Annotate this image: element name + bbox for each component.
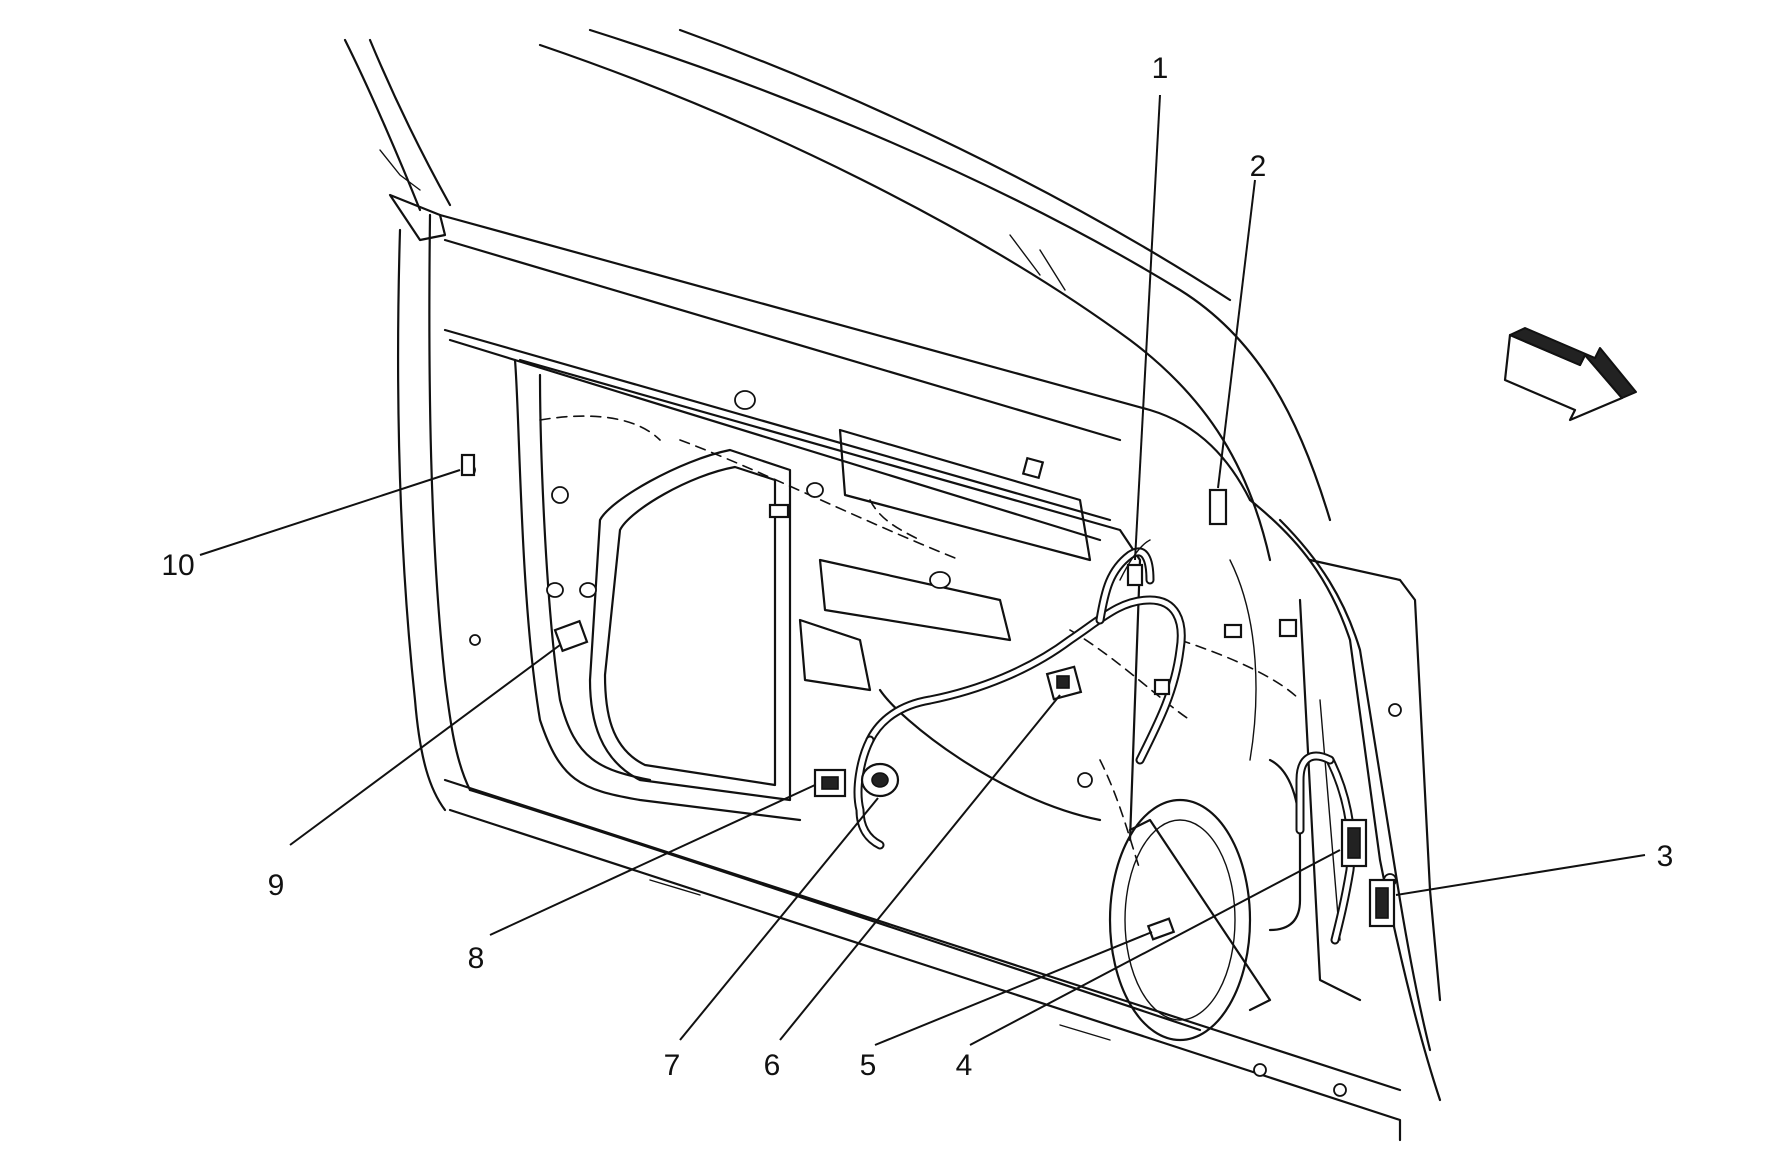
callout-2: 2 [1250,150,1267,183]
wiring-harness [853,539,1356,945]
connector-9 [553,619,589,653]
callout-labels: 1 2 3 4 5 6 7 8 9 10 [161,52,1673,1082]
callout-4: 4 [956,1049,973,1082]
connectors [460,453,1396,941]
connector-2 [1208,488,1228,526]
callout-6: 6 [764,1049,781,1082]
callout-7: 7 [664,1049,681,1082]
panel-holes [464,390,1402,1097]
callout-9: 9 [268,869,285,902]
inner-door-panel [513,358,1302,1042]
speaker-opening [1108,798,1252,1042]
leader-lines [199,94,1646,1046]
connector-10 [460,453,476,477]
callout-10: 10 [161,549,194,582]
callout-5: 5 [860,1049,877,1082]
door-outer-shell [343,28,1442,1142]
connector-5 [1146,917,1176,941]
connector-1 [1126,563,1144,587]
callout-8: 8 [468,942,485,975]
callout-1: 1 [1152,52,1169,85]
front-direction-arrow-icon [1503,327,1637,422]
callout-3: 3 [1657,840,1674,873]
